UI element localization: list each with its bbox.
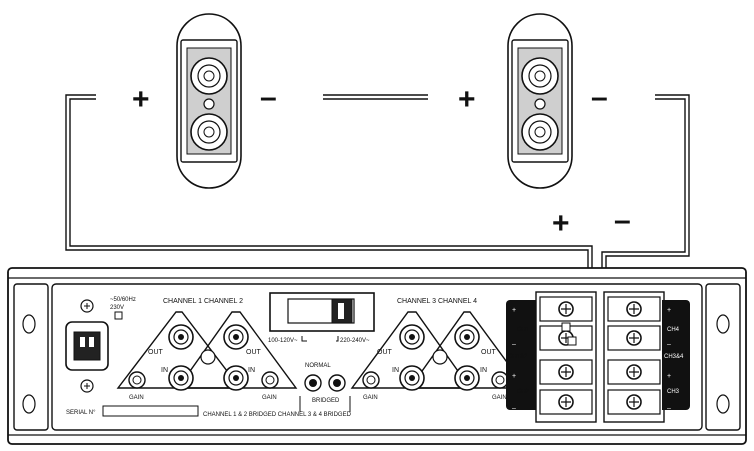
term-right-minus-2: – [667,405,671,412]
mode-switch-ch3-4[interactable] [328,374,346,392]
gain-label-ch3: GAIN [363,395,378,401]
term-label-ch1: CH1 [517,327,530,333]
ch1-in-label: IN [161,367,168,374]
ch3-in-label: IN [392,367,399,374]
fuse-icon [114,311,123,320]
term-label-ch3: CH3 [667,389,680,395]
gain-label-ch2: GAIN [262,395,277,401]
rca-jack-ch3-out[interactable] [399,324,425,350]
cable-end-positive [561,322,571,332]
speaker-left [176,13,242,189]
terminal-ch2-plus[interactable] [539,359,593,385]
ch3-out-label: OUT [377,349,393,356]
speaker-link-cable [323,94,428,100]
voltage-label-line1: ~50/60Hz [110,297,136,303]
serial-label: SERIAL N° [66,410,96,416]
bridge-note: CHANNEL 1 & 2 BRIDGED CHANNEL 3 & 4 BRID… [203,412,352,418]
gain-label-ch1: GAIN [129,395,144,401]
gain-label-ch4: GAIN [492,395,507,401]
right-speaker-plus-sign: + [458,83,476,116]
switch-right-pointer [336,336,339,342]
switch-right-label: 220-240V~ [340,338,370,344]
term-label-ch3-4: CH3&4 [664,354,684,360]
ch2-in-label: IN [248,367,255,374]
term-left-plus-1: + [512,307,516,314]
rca-jack-ch4-out[interactable] [454,324,480,350]
group-right-center-ring [432,349,448,365]
gain-knob-ch4[interactable] [491,371,509,389]
mode-bracket-lines [299,396,351,412]
terminal-ch3-plus[interactable] [607,359,661,385]
left-speaker-minus-sign: – [260,81,277,114]
input-plus-sign: + [552,207,570,240]
power-inlet[interactable] [65,299,109,393]
right-speaker-minus-sign: – [591,81,608,114]
serial-number-plate [102,405,199,417]
rca-jack-ch4-in[interactable] [454,365,480,391]
ch2-out-label: OUT [246,349,262,356]
term-right-minus-1: – [667,341,671,348]
ch4-out-label: OUT [481,349,497,356]
term-left-plus-2: + [512,373,516,380]
group-right-header: CHANNEL 3 CHANNEL 4 [397,298,477,305]
terminal-ch2-minus[interactable] [539,389,593,415]
term-label-ch1-2: CH1&2 [508,354,528,360]
mode-switch-ch1-2[interactable] [304,374,322,392]
rca-group-channel-3-4 [350,311,528,389]
terminal-ch4-minus[interactable] [607,325,661,351]
terminal-ch3-minus[interactable] [607,389,661,415]
switch-left-pointer [301,336,307,342]
terminal-ch1-plus[interactable] [539,296,593,322]
switch-left-label: 100-120V~ [268,338,298,344]
voltage-selector-switch[interactable] [269,292,375,332]
ch4-in-label: IN [480,367,487,374]
gain-knob-ch1[interactable] [128,371,146,389]
speaker-right [507,13,573,189]
rca-jack-ch2-out[interactable] [223,324,249,350]
terminal-ch4-plus[interactable] [607,296,661,322]
term-left-minus-1: – [512,341,516,348]
cable-end-negative [567,336,577,346]
rca-jack-ch3-in[interactable] [399,365,425,391]
voltage-label-line2: 230V [110,305,124,311]
term-right-plus-2: + [667,373,671,380]
left-speaker-plus-sign: + [132,83,150,116]
mode-normal-label: NORMAL [305,363,331,369]
mode-bridged-label: BRIDGED [312,398,340,404]
input-minus-sign: – [614,204,631,237]
gain-knob-ch3[interactable] [362,371,380,389]
rca-jack-ch1-in[interactable] [168,365,194,391]
rca-jack-ch1-out[interactable] [168,324,194,350]
group-left-center-ring [200,349,216,365]
rca-group-channel-1-2 [116,311,298,389]
ch1-out-label: OUT [148,349,164,356]
group-left-header: CHANNEL 1 CHANNEL 2 [163,298,243,305]
term-left-minus-2: – [512,405,516,412]
term-label-ch4: CH4 [667,327,680,333]
gain-knob-ch2[interactable] [261,371,279,389]
rca-jack-ch2-in[interactable] [223,365,249,391]
term-right-plus-1: + [667,307,671,314]
term-label-ch2: CH2 [517,389,530,395]
